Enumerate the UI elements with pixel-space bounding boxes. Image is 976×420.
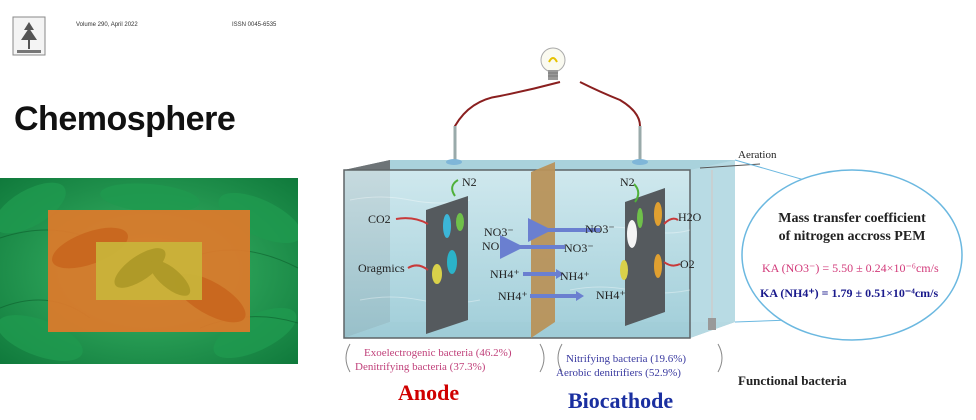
organics-arrow [407, 264, 429, 271]
anode-label: Anode [398, 380, 459, 405]
nh4-label-b: NH4⁺ [560, 269, 590, 283]
aeration-label: Aeration [738, 149, 777, 161]
proton-exchange-membrane [531, 162, 555, 338]
no3-label-center: NO3⁻ [564, 241, 594, 255]
anode-bacteria-1: Exoelectrogenic bacteria (46.2%) [364, 347, 512, 359]
co2-label: CO2 [368, 212, 391, 226]
h2o-label: H2O [678, 210, 702, 224]
aeration-stone [708, 318, 716, 330]
n2-anode-arrow [451, 179, 459, 197]
cathode-terminal [632, 159, 648, 165]
cathode-electrode [625, 188, 665, 326]
journal-cover: Volume 290, April 2022 ISSN 0045-6535 Ch… [0, 0, 300, 368]
ka-nh4-value: KA (NH4⁺) = 1.79 ± 0.51×10⁻⁴cm/s [760, 286, 939, 300]
no3-label-right: NO3⁻ [585, 222, 615, 236]
anode-biofilm-green [456, 213, 464, 231]
n2-cathode-arrow [633, 183, 640, 203]
biocathode-label: Biocathode [568, 388, 673, 413]
co2-arrow [395, 217, 429, 225]
nh4-label-c: NH4⁺ [498, 289, 528, 303]
mass-transfer-title-2: of nitrogen accross PEM [779, 229, 926, 244]
mass-transfer-callout [741, 169, 963, 341]
elsevier-logo [12, 16, 46, 56]
anode-bracket-right [539, 343, 545, 373]
n2-anode-label: N2 [462, 175, 477, 189]
cathode-biofilm-orange [654, 202, 662, 226]
cathode-biofilm-yellow [620, 260, 628, 280]
o2-label: O2 [680, 257, 695, 271]
functional-bacteria-label: Functional bacteria [738, 373, 847, 388]
no3-label-b: NO3⁻ [482, 239, 512, 253]
nh4-arrowhead-2 [576, 291, 584, 301]
o2-arrow [663, 261, 681, 267]
external-circuit-wire [454, 81, 641, 162]
ka-no3-value: KA (NO3⁻) = 5.50 ± 0.24×10⁻⁶cm/s [762, 261, 939, 275]
cathode-bacteria-1: Nitrifying bacteria (19.6%) [566, 353, 686, 365]
cathode-bacteria-2: Aerobic denitrifiers (52.9%) [556, 367, 681, 379]
cathode-bracket-right [717, 343, 723, 373]
lightbulb-icon [540, 47, 566, 80]
cover-leaf-image [0, 178, 298, 364]
nh4-label-a: NH4⁺ [490, 267, 520, 281]
nh4-arrowhead [556, 269, 564, 279]
anode-biofilm-yellow [432, 264, 442, 284]
anode-biofilm-cyan [443, 214, 451, 238]
journal-issn: ISSN 0045-6535 [232, 22, 277, 28]
cathode-biofilm-white [627, 220, 637, 248]
mass-transfer-title-1: Mass transfer coefficient [778, 211, 926, 226]
cathode-bracket-left [557, 343, 563, 373]
journal-volume: Volume 290, April 2022 [76, 22, 138, 28]
anode-terminal [446, 159, 462, 165]
cathode-biofilm-orange-2 [654, 254, 662, 278]
anode-bracket-left [345, 343, 351, 373]
cathode-biofilm-green [637, 208, 643, 228]
anode-electrode [426, 196, 468, 334]
n2-cathode-label: N2 [620, 175, 635, 189]
tank-outline [343, 169, 691, 339]
no3-label-a: NO3⁻ [484, 225, 514, 239]
journal-title: Chemosphere [14, 100, 236, 138]
h2o-arrow [663, 217, 679, 225]
anode-bacteria-2: Denitrifying bacteria (37.3%) [355, 361, 486, 373]
anode-biofilm-teal [447, 250, 457, 274]
nh4-label-d: NH4⁺ [596, 288, 626, 302]
organics-label: Oragmics [358, 261, 405, 275]
